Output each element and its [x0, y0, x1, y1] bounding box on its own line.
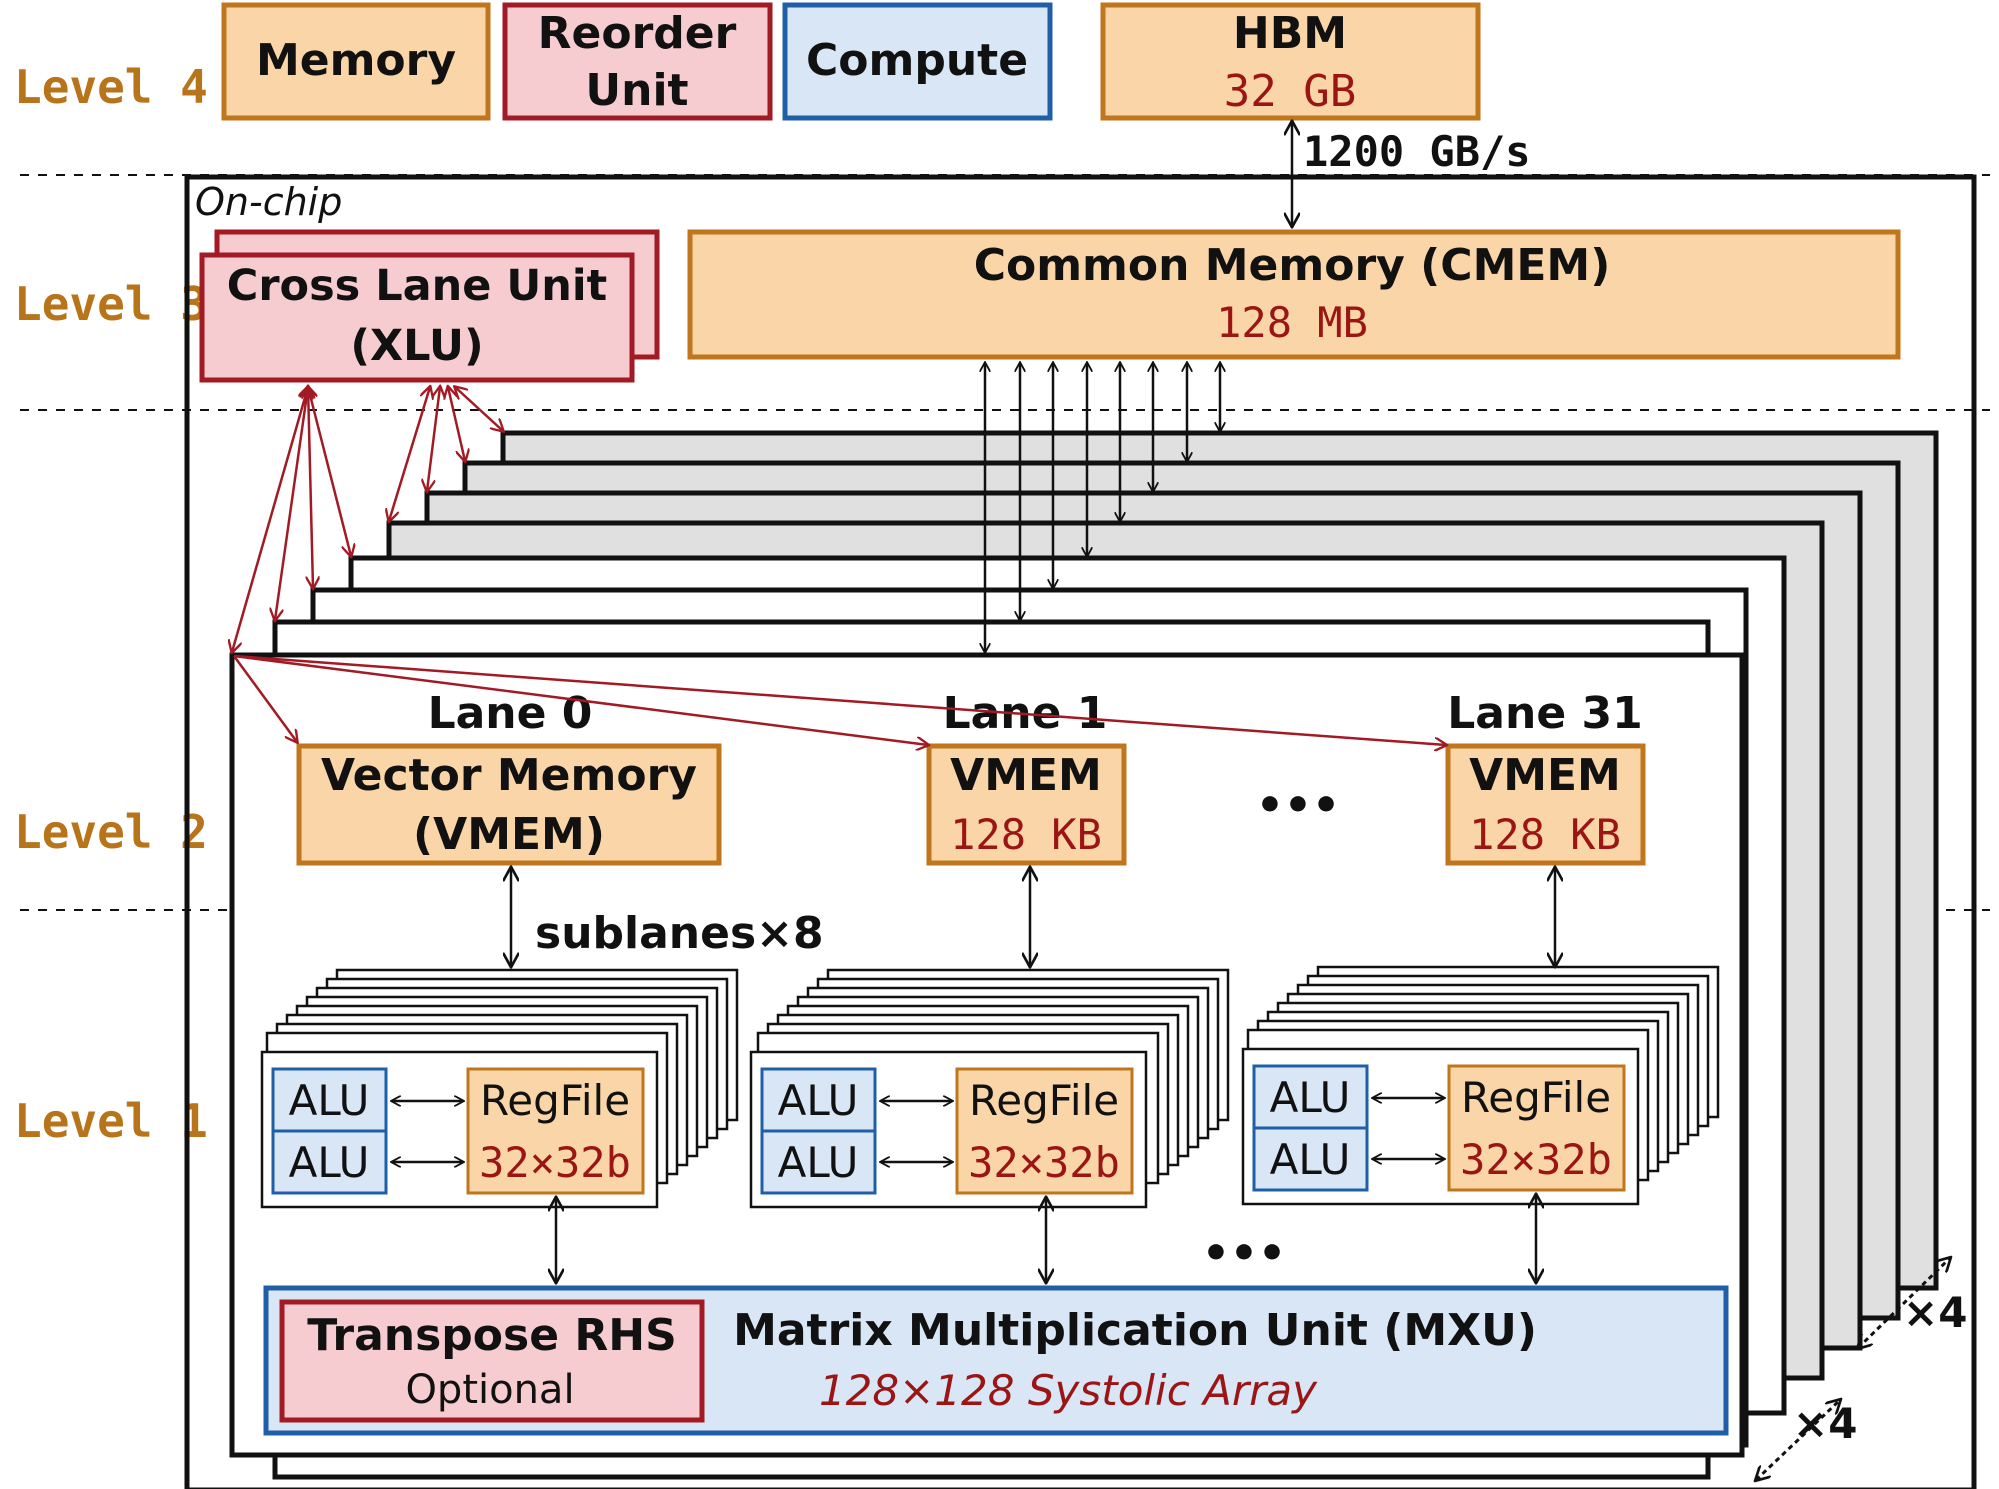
- inner-stack-multiplier-arrow: [1756, 1400, 1840, 1480]
- xlu-box: [199, 252, 635, 383]
- xlu-title: Cross Lane Unit: [227, 261, 607, 311]
- lane-31-regfile-box: [1447, 1064, 1626, 1192]
- inner-stack-multiplier: ×4: [1793, 1399, 1857, 1448]
- lane-31-regfile-size: 32×32b: [1460, 1135, 1612, 1184]
- lane-1-regfile-title: RegFile: [969, 1076, 1119, 1125]
- lane-0-vmem-box: [296, 743, 722, 866]
- lane-31-alu-top: [1252, 1064, 1369, 1130]
- lane-1-alu-top-label: ALU: [778, 1076, 859, 1125]
- lane-0-vmem-title: Vector Memory: [321, 750, 697, 801]
- mxu-subtitle: 128×128 Systolic Array: [819, 1366, 1318, 1415]
- xlu-subtitle: (XLU): [350, 321, 483, 371]
- lane-31-vmem-title: VMEM: [1469, 750, 1621, 801]
- legend-reorder-label-1: Reorder: [538, 8, 737, 59]
- lane-0-vmem-subtitle: (VMEM): [413, 809, 605, 860]
- legend-memory-box: [221, 2, 491, 121]
- legend-memory-label: Memory: [256, 35, 456, 86]
- hbm-box: [1100, 2, 1481, 121]
- transpose-rhs-box: [279, 1299, 705, 1423]
- cmem-core-arrows: [985, 363, 1220, 652]
- level-3-label: Level 3: [14, 277, 208, 331]
- onchip-boundary: [184, 174, 1977, 1489]
- legend-reorder-label-2: Unit: [585, 65, 688, 116]
- transpose-rhs-optional: Optional: [405, 1367, 574, 1413]
- mxu-title: Matrix Multiplication Unit (MXU): [733, 1305, 1537, 1356]
- lane-31-alu-top-label: ALU: [1270, 1073, 1351, 1122]
- lane-31-vmem-box: [1445, 743, 1646, 866]
- xlu-core-arrows: [232, 387, 503, 652]
- compute-ellipsis: •••: [1202, 1228, 1286, 1279]
- lane-1-vmem-size: 128 KB: [950, 810, 1102, 859]
- level-2-label: Level 2: [14, 805, 208, 859]
- lane-1-regfile-size: 32×32b: [968, 1138, 1120, 1187]
- lane-0-compute: ALU ALU RegFile 32×32b: [271, 1067, 645, 1195]
- lane-1-regfile-box: [955, 1067, 1134, 1195]
- lane-0-label: Lane 0: [428, 688, 593, 739]
- regfile-mxu-arrows: [556, 1195, 1536, 1282]
- onchip-label: On-chip: [195, 180, 342, 224]
- legend-compute-box: [782, 2, 1053, 121]
- cmem-box: [687, 229, 1901, 360]
- lane-0-alu-bottom: [271, 1129, 388, 1195]
- lane-31-vmem-size: 128 KB: [1469, 810, 1621, 859]
- lanes-ellipsis: •••: [1256, 780, 1340, 831]
- outer-stack-multiplier: ×4: [1903, 1288, 1967, 1337]
- cmem-title: Common Memory (CMEM): [974, 240, 1611, 291]
- hbm-title: HBM: [1233, 8, 1347, 59]
- level-1-label: Level 1: [14, 1094, 208, 1148]
- sublanes-label: sublanes×8: [535, 908, 824, 959]
- cmem-size: 128 MB: [1216, 298, 1368, 347]
- lane-0-regfile-box: [466, 1067, 645, 1195]
- lane-1-compute: ALU ALU RegFile 32×32b: [760, 1067, 1134, 1195]
- lane-0-regfile-title: RegFile: [480, 1076, 630, 1125]
- hbm-bandwidth: 1200 GB/s: [1303, 127, 1531, 176]
- lane-1-vmem-box: [926, 743, 1127, 866]
- lane-31-alu-bottom-label: ALU: [1270, 1135, 1351, 1184]
- transpose-rhs-title: Transpose RHS: [307, 1310, 677, 1361]
- lane-0-regfile-size: 32×32b: [479, 1138, 631, 1187]
- lane-0-alu-bottom-label: ALU: [289, 1138, 370, 1187]
- outer-stack-multiplier-arrow: [1858, 1258, 1950, 1348]
- legend: Memory Reorder Unit Compute: [221, 2, 1053, 121]
- lane-31-regfile-title: RegFile: [1461, 1073, 1611, 1122]
- legend-compute-label: Compute: [806, 35, 1028, 86]
- lane-31-alu-bottom: [1252, 1126, 1369, 1192]
- hbm-size: 32 GB: [1224, 66, 1356, 117]
- lane-1-alu-bottom: [760, 1129, 877, 1195]
- lane-1-alu-top: [760, 1067, 877, 1133]
- legend-reorder-box: [502, 2, 773, 121]
- level-4-label: Level 4: [14, 60, 208, 114]
- lane-31-label: Lane 31: [1447, 688, 1642, 739]
- lane-1-vmem-title: VMEM: [950, 750, 1102, 801]
- lane-31-compute: ALU ALU RegFile 32×32b: [1252, 1064, 1626, 1192]
- vmem-sublane-arrows: [511, 868, 1555, 966]
- lane-0-alu-top-label: ALU: [289, 1076, 370, 1125]
- lane-1-alu-bottom-label: ALU: [778, 1138, 859, 1187]
- xlu-lane-arrows: [232, 654, 1446, 745]
